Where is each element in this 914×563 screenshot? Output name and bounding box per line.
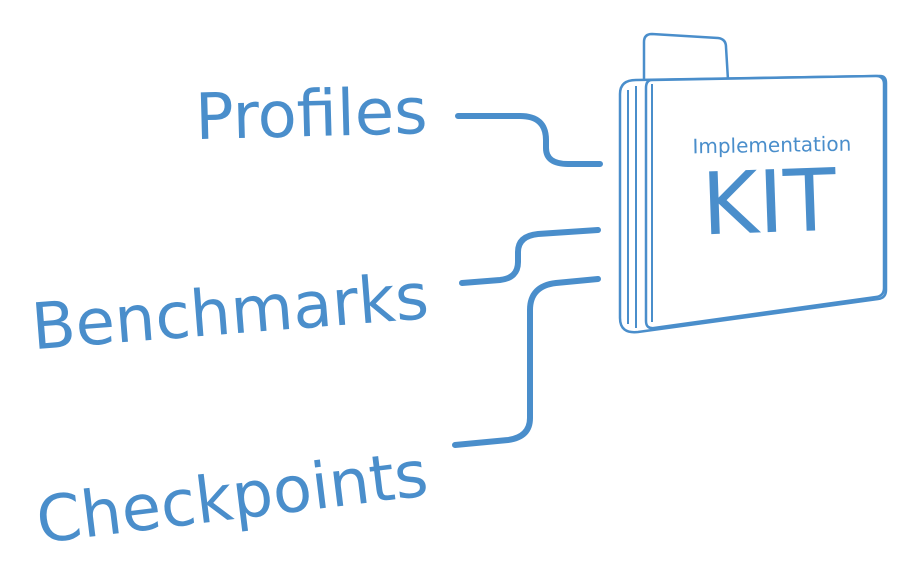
folder-subtitle: Implementation: [692, 132, 851, 159]
folder-title: KIT: [700, 151, 838, 256]
folder-front-cover: [644, 74, 886, 330]
label-profiles: Profiles: [194, 75, 428, 155]
folder-icon: Implementation KIT: [618, 32, 888, 334]
connector-benchmarks: [459, 227, 601, 286]
folder-tab: [642, 32, 730, 84]
connector-profiles: [455, 113, 603, 167]
connector-checkpoints: [452, 276, 601, 448]
label-checkpoints: Checkpoints: [32, 437, 432, 558]
label-benchmarks: Benchmarks: [29, 260, 431, 365]
